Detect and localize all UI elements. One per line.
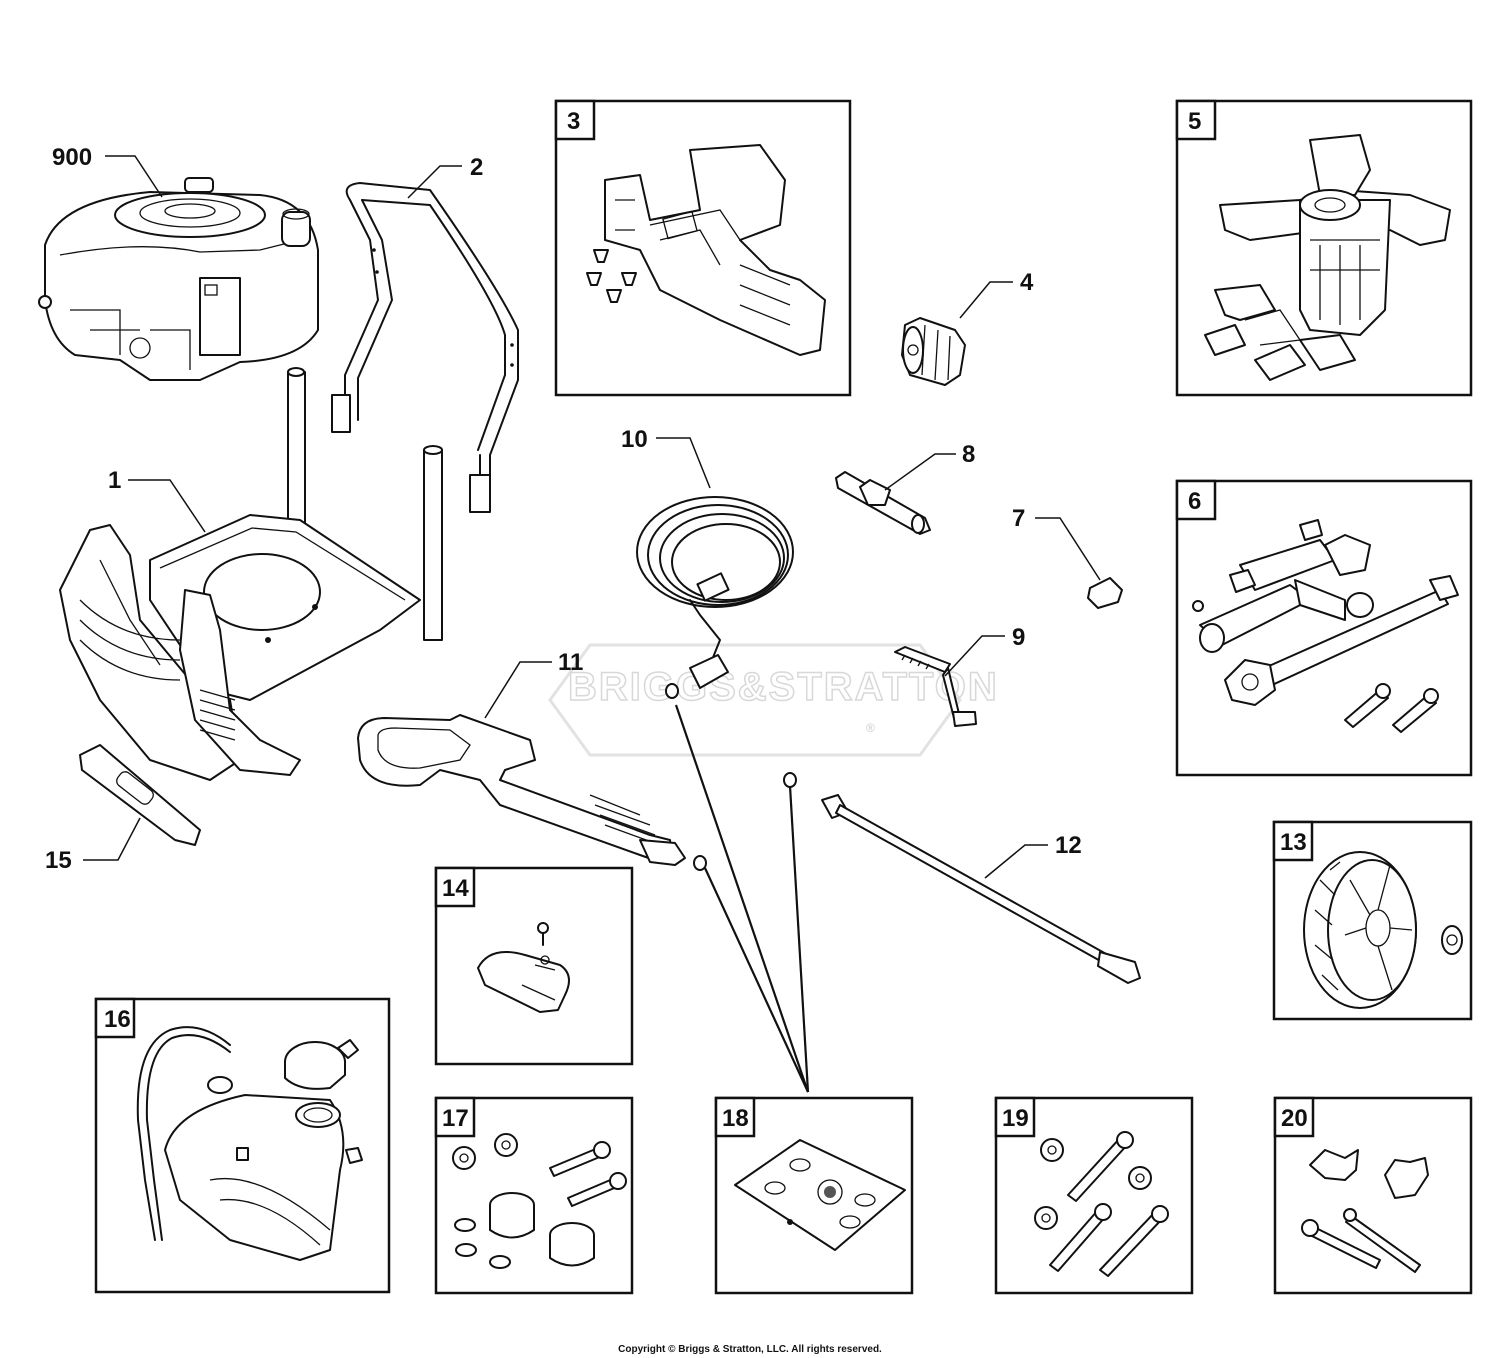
box-16-number: 16 [104,1006,131,1033]
svg-text:15: 15 [45,847,72,874]
part-2-handle[interactable] [331,182,519,513]
box-16[interactable]: 16 [94,997,391,1294]
part-15-plate[interactable] [79,744,201,846]
part-12-lance[interactable] [783,772,1141,984]
box-6[interactable]: 6 [1175,479,1473,777]
svg-text:9: 9 [1012,624,1025,651]
box-5-number: 5 [1188,108,1201,135]
part-1-frame[interactable] [59,367,443,781]
box-13[interactable]: 13 [1272,820,1473,1021]
box-19[interactable]: 19 [994,1096,1194,1295]
callout-900: 900 [52,144,163,198]
callout-7: 7 [1012,505,1101,581]
box-20-number: 20 [1281,1105,1308,1132]
box-20[interactable]: 20 [1273,1096,1473,1295]
callout-15: 15 [45,817,141,874]
svg-text:8: 8 [962,441,975,468]
box-5[interactable]: 5 [1175,99,1473,397]
svg-text:11: 11 [558,649,583,676]
watermark-registered: ® [866,721,875,735]
callout-4: 4 [959,269,1034,319]
callout-9: 9 [944,624,1025,677]
box-14-number: 14 [442,875,469,902]
box-3-number: 3 [567,108,580,135]
box-19-number: 19 [1002,1105,1029,1132]
part-4-nozzle[interactable] [901,317,966,386]
copyright-text: Copyright © Briggs & Stratton, LLC. All … [618,1344,882,1355]
callout-10: 10 [621,426,711,489]
svg-text:4: 4 [1020,269,1034,296]
svg-text:2: 2 [470,154,483,181]
box-18[interactable]: 18 [714,1096,914,1295]
callout-11: 11 [484,649,583,719]
callout-1: 1 [108,467,206,533]
svg-text:12: 12 [1055,832,1082,859]
box-14[interactable]: 14 [434,866,634,1066]
box-3[interactable]: 3 [554,99,852,397]
part-7-cap[interactable] [1087,577,1123,609]
box-18-number: 18 [722,1105,749,1132]
part-10-hose[interactable] [636,496,794,699]
part-11-gun[interactable] [357,714,707,871]
box-13-number: 13 [1280,829,1307,856]
svg-text:900: 900 [52,144,92,171]
callout-2: 2 [407,154,483,199]
svg-text:10: 10 [621,426,648,453]
svg-text:1: 1 [108,467,121,494]
box-17-number: 17 [442,1105,469,1132]
svg-text:7: 7 [1012,505,1025,532]
callout-12: 12 [984,832,1082,879]
shared-leaders-18 [674,704,810,1093]
part-900-engine[interactable] [38,177,319,381]
box-6-number: 6 [1188,488,1201,515]
watermark-text: BRIGGS&STRATTON [568,665,999,709]
part-9-strap[interactable] [894,646,977,727]
box-17[interactable]: 17 [434,1096,634,1295]
callout-8: 8 [884,441,975,491]
watermark: BRIGGS&STRATTON ® [548,643,999,757]
part-8-adapter[interactable] [835,471,931,535]
